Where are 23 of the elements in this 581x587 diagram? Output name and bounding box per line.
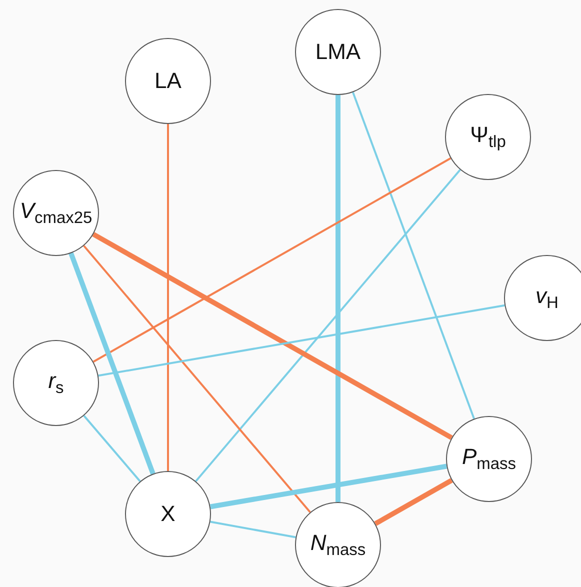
node-label: V$_{cmax25}$ bbox=[20, 200, 92, 226]
connector-line bbox=[336, 95, 340, 502]
connector-line bbox=[210, 520, 296, 538]
node-label: v$_{H}$ bbox=[536, 284, 558, 312]
connector-line bbox=[68, 252, 156, 475]
node-label: P$_{mass}$ bbox=[462, 446, 516, 472]
node-label: N$_{mass}$ bbox=[310, 532, 366, 558]
connector-line bbox=[83, 245, 311, 513]
node-label: Ψ$_{tlp}$ bbox=[470, 124, 506, 150]
node-circle bbox=[295, 502, 381, 587]
connector-line bbox=[92, 157, 452, 363]
connector-line bbox=[374, 478, 453, 526]
connector-line bbox=[92, 232, 453, 440]
connector-line bbox=[210, 464, 448, 510]
connector-line bbox=[83, 415, 141, 482]
node-label: LMA bbox=[315, 41, 361, 63]
connector-line bbox=[352, 92, 475, 420]
connector-line bbox=[195, 169, 461, 482]
node-label: X bbox=[160, 503, 176, 525]
node-label: LA bbox=[154, 70, 182, 92]
connector-line bbox=[98, 304, 505, 377]
node-label: r$_{s}$ bbox=[48, 370, 64, 396]
connector-line bbox=[167, 124, 169, 471]
